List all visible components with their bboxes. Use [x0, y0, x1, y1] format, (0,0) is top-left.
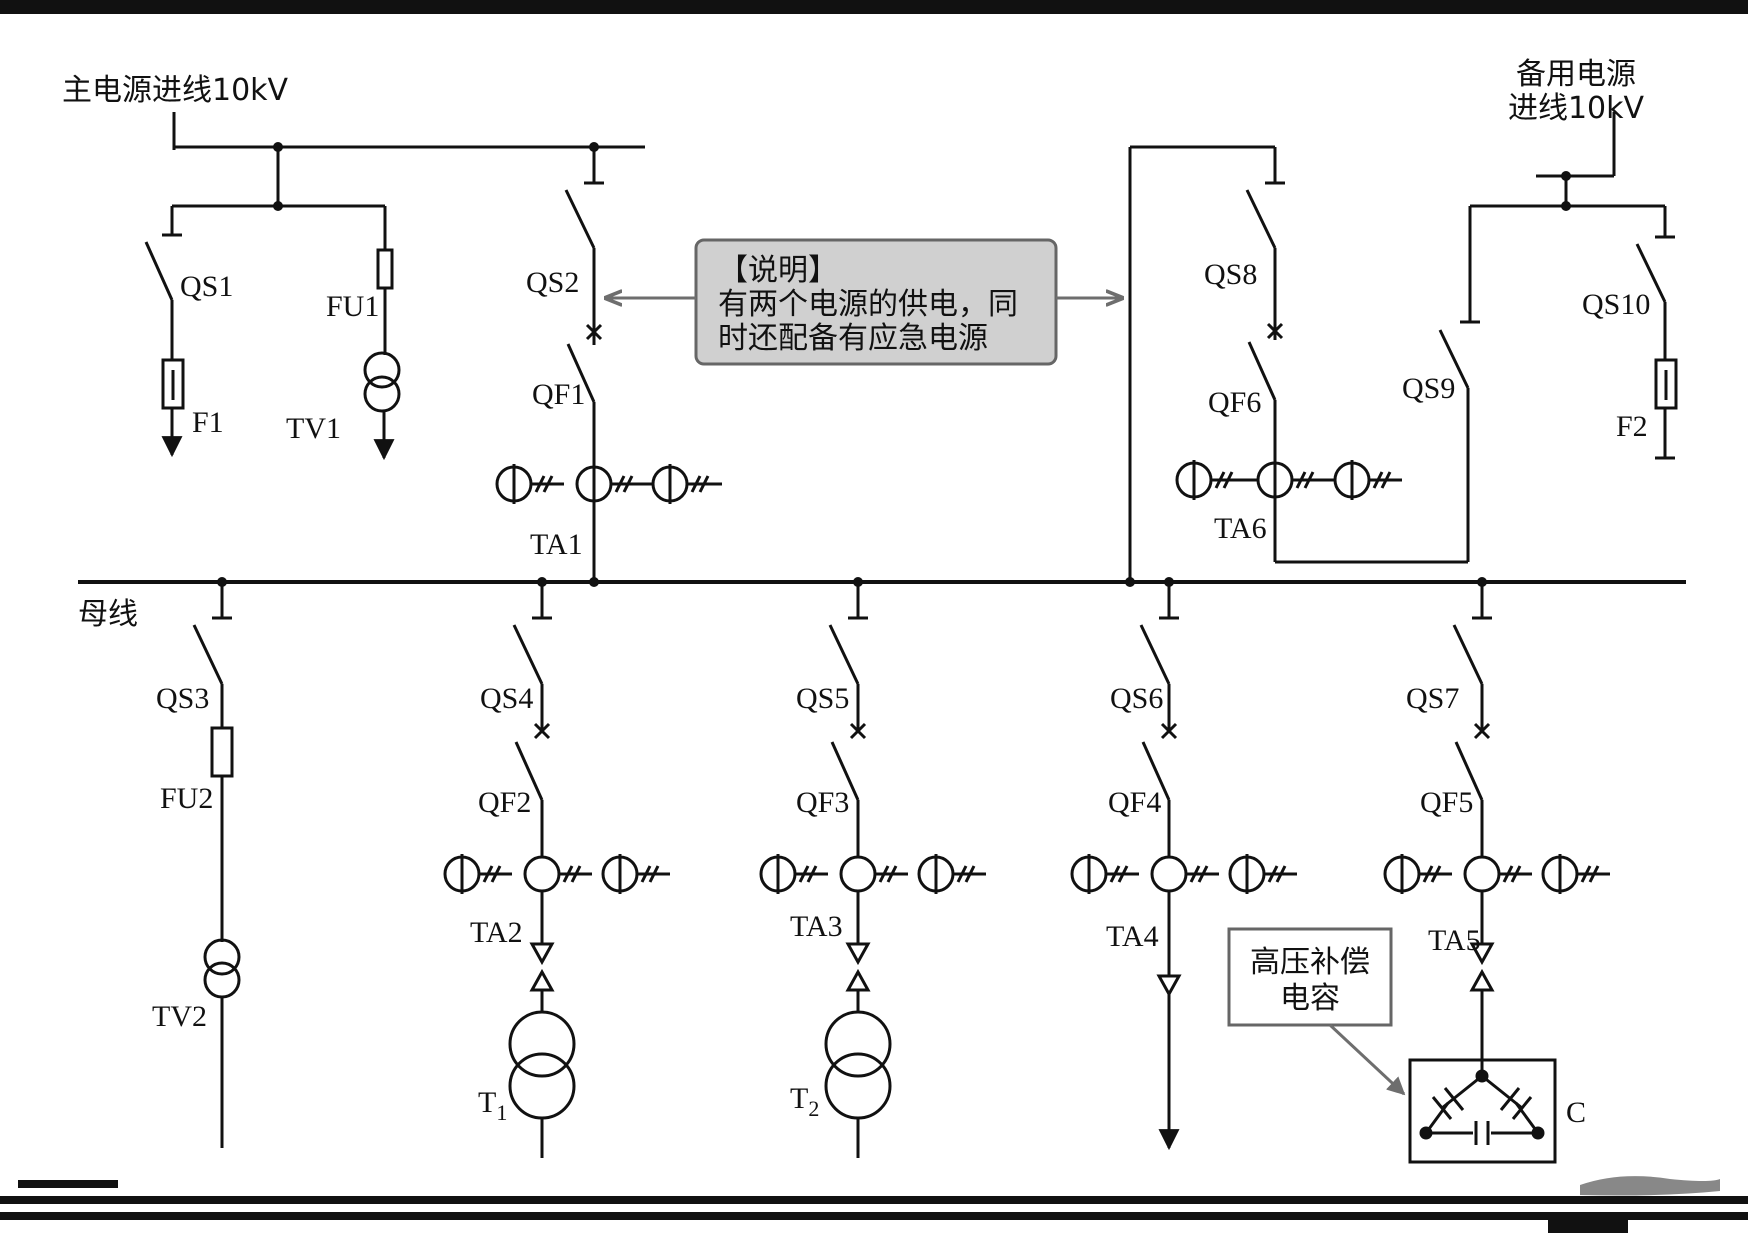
- standby-source-label-2: 进线10kV: [1508, 91, 1645, 126]
- capacitor-callout-line-1: 高压补偿: [1250, 945, 1370, 980]
- note-line-1: 有两个电源的供电，同: [718, 287, 1018, 322]
- junction-dots: [217, 142, 1571, 587]
- fu2-label: FU2: [160, 782, 213, 815]
- note-line-2: 时还配备有应急电源: [718, 321, 988, 356]
- main-source-label: 主电源进线10kV: [62, 73, 289, 108]
- tv2-label: TV2: [152, 1000, 207, 1033]
- f2-label: F2: [1616, 410, 1648, 443]
- qs9-label: QS9: [1402, 372, 1455, 405]
- ta2-label: TA2: [470, 916, 523, 949]
- feeder-bays: [443, 471, 1610, 1158]
- capacitor-callout-line-2: 电容: [1280, 981, 1340, 1016]
- ta5-label: TA5: [1428, 924, 1481, 957]
- qs10-label: QS10: [1582, 288, 1650, 321]
- note-callout: 【说明】 有两个电源的供电，同 时还配备有应急电源: [606, 238, 1122, 366]
- ta6-label: TA6: [1214, 512, 1267, 545]
- qs8-label: QS8: [1204, 258, 1257, 291]
- ta3-label: TA3: [790, 910, 843, 943]
- t2-label: T2: [790, 1082, 819, 1121]
- qs1-label: QS1: [180, 270, 233, 303]
- c-label: C: [1566, 1096, 1586, 1129]
- qs7-label: QS7: [1406, 682, 1459, 715]
- qs4-label: QS4: [480, 682, 533, 715]
- f1-label: F1: [192, 406, 224, 439]
- qs6-label: QS6: [1110, 682, 1163, 715]
- qs2-label: QS2: [526, 266, 579, 299]
- ta1-label: TA1: [530, 528, 583, 561]
- fu1-label: FU1: [326, 290, 379, 323]
- ta4-label: TA4: [1106, 920, 1159, 953]
- labels: 主电源进线10kV 备用电源 进线10kV 母线 QS1 FU1 F1 TV1 …: [62, 57, 1650, 1129]
- note-title: 【说明】: [718, 253, 838, 288]
- qf2-label: QF2: [478, 786, 531, 819]
- qf5-label: QF5: [1420, 786, 1473, 819]
- qf3-label: QF3: [796, 786, 849, 819]
- tv1-label: TV1: [286, 412, 341, 445]
- capacitor-callout: 高压补偿 电容: [1227, 927, 1406, 1096]
- standby-source-label-1: 备用电源: [1516, 57, 1636, 92]
- qs5-label: QS5: [796, 682, 849, 715]
- qs3-label: QS3: [156, 682, 209, 715]
- qf6-label: QF6: [1208, 386, 1261, 419]
- busbar-label: 母线: [78, 597, 138, 632]
- qf1-label: QF1: [532, 378, 585, 411]
- qf4-label: QF4: [1108, 786, 1161, 819]
- t1-label: T1: [478, 1086, 507, 1125]
- capacitor-bank: [1408, 1010, 1557, 1164]
